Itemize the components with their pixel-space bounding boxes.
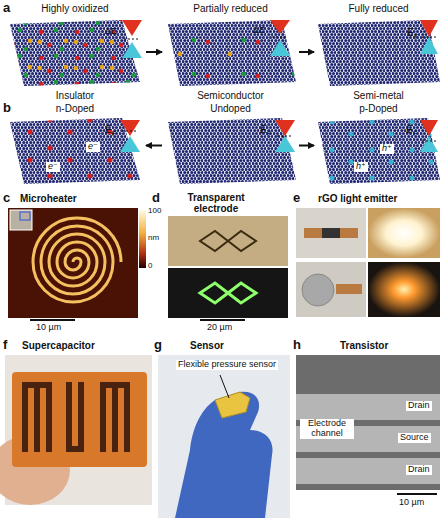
panel-letter: f <box>3 338 7 352</box>
state-label: Semiconductor <box>197 90 264 102</box>
panel-title: Sensor <box>190 340 224 351</box>
fermi-subscript: F <box>112 130 116 138</box>
gap-label: ΔE <box>253 26 265 36</box>
scale-bar-label: 20 µm <box>207 323 232 333</box>
panel-heading: Partially reduced <box>193 3 267 15</box>
fermi-label: E <box>407 27 414 38</box>
fermi-label: E <box>105 124 112 135</box>
fermi-subscript: F <box>413 130 417 138</box>
panel-title: rGO light emitter <box>318 193 397 204</box>
process-arrow <box>146 51 162 53</box>
fermi-label: E <box>260 124 267 135</box>
process-arrow <box>299 145 314 147</box>
colorbar-tick: 0 <box>148 262 152 271</box>
colorbar-unit: nm <box>148 234 159 243</box>
panel-letter: d <box>152 191 160 205</box>
electrode-label: Electrode channel <box>300 419 354 439</box>
panel-letter: c <box>3 191 10 205</box>
panel-heading: p-Doped <box>359 103 397 115</box>
panel-letter: a <box>3 1 10 15</box>
carrier-label: h⁺ <box>354 162 368 172</box>
panel-title: Transistor <box>340 340 388 351</box>
fermi-subscript: F <box>414 33 418 41</box>
sheet-panel: n-Doped <box>5 103 145 188</box>
process-arrow <box>146 145 162 147</box>
state-label: Insulator <box>56 90 94 102</box>
sheet-panel: Fully reducedSemi-metal <box>315 3 442 101</box>
electrode-label: Drain <box>406 401 432 411</box>
panel-title: Supercapacitor <box>22 340 95 351</box>
panel-letter: h <box>293 338 301 352</box>
fermi-label: E <box>406 124 413 135</box>
electrode-label: Source <box>398 433 431 443</box>
sheet-panel: Highly oxidizedInsulator <box>5 3 145 101</box>
state-label: Semi-metal <box>353 90 404 102</box>
fermi-subscript: F <box>267 130 271 138</box>
panel-heading: Undoped <box>210 103 251 115</box>
process-arrow <box>299 51 314 53</box>
panel-title: Transparent electrode <box>180 192 252 214</box>
panel-letter: g <box>154 338 162 352</box>
electrode-label: Drain <box>406 465 432 475</box>
scale-bar-label: 10 µm <box>36 323 61 333</box>
carrier-label: h⁺ <box>380 144 394 154</box>
gap-label: ΔE <box>105 27 117 37</box>
panel-heading: Highly oxidized <box>41 3 108 15</box>
panel-heading: n-Doped <box>56 103 94 115</box>
carrier-label: e⁻ <box>86 142 100 152</box>
sheet-panel: Undoped <box>163 103 298 188</box>
panel-heading: Fully reduced <box>348 3 408 15</box>
panel-letter: b <box>3 101 11 115</box>
colorbar-tick: 100 <box>148 207 161 216</box>
panel-letter: e <box>293 191 300 205</box>
sheet-panel: Partially reducedSemiconductor <box>163 3 298 101</box>
panel-title: Microheater <box>20 193 77 204</box>
sheet-panel: p-Doped <box>315 103 442 188</box>
callout-label: Flexible pressure sensor <box>176 360 278 370</box>
carrier-label: e⁻ <box>46 162 60 172</box>
scale-bar-label: 10 µm <box>399 498 424 508</box>
